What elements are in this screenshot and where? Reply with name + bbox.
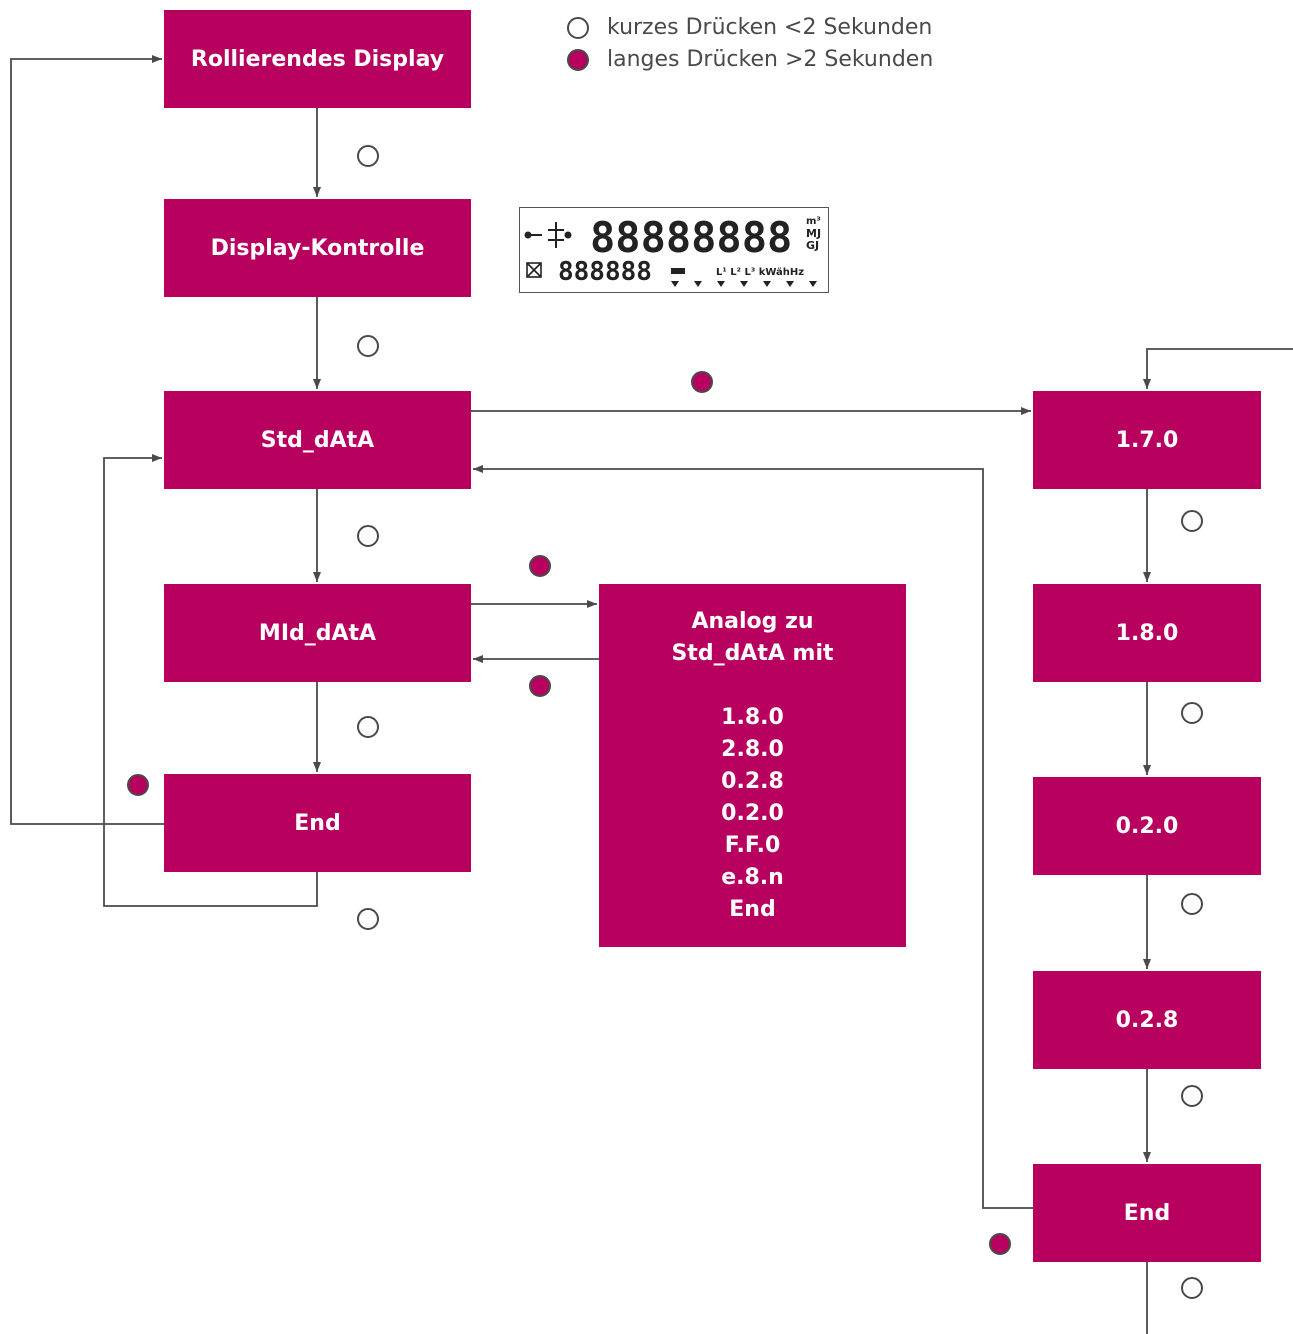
short-press-circle-icon — [567, 16, 589, 39]
short-press-icon — [357, 716, 379, 738]
lcd-unit-gj: GJ — [806, 239, 819, 252]
analog-item: e.8.n — [721, 865, 784, 890]
long-press-icon — [529, 675, 551, 697]
long-press-icon — [529, 555, 551, 577]
long-press-icon — [127, 774, 149, 796]
long-press-icon — [691, 371, 713, 393]
analog-item: F.F.0 — [724, 833, 781, 858]
long-press-icon — [989, 1233, 1011, 1255]
analog-item: 0.2.8 — [721, 769, 784, 794]
flow-arrows-icon — [524, 222, 572, 248]
error-box-icon — [526, 262, 542, 278]
box-1-8-0: 1.8.0 — [1033, 584, 1261, 682]
box-end-left: End — [164, 774, 471, 872]
short-press-icon — [1181, 1277, 1203, 1299]
short-press-icon — [1181, 893, 1203, 915]
short-press-icon — [1181, 1085, 1203, 1107]
box-0-2-8: 0.2.8 — [1033, 971, 1261, 1069]
box-display-check: Display-Kontrolle — [164, 199, 471, 297]
box-label: Display-Kontrolle — [210, 235, 425, 261]
short-press-icon — [1181, 702, 1203, 724]
analog-item: End — [729, 897, 776, 922]
lcd-indicators: L¹ L² L³ kWähHz — [716, 267, 804, 278]
legend-short-press: kurzes Drücken <2 Sekunden — [567, 15, 932, 40]
indicator-triangles — [671, 281, 817, 287]
legend-long-label: langes Drücken >2 Sekunden — [607, 47, 934, 72]
lcd-main-digits: 88888888 — [590, 213, 792, 262]
box-label: Std_dAtA — [260, 427, 375, 453]
box-label: 0.2.0 — [1115, 813, 1179, 839]
box-label: Rollierendes Display — [190, 46, 445, 72]
analog-item: 0.2.0 — [721, 801, 784, 826]
box-label: 1.8.0 — [1115, 620, 1179, 646]
box-rolling-display: Rollierendes Display — [164, 10, 471, 108]
long-press-circle-icon — [567, 48, 589, 71]
analog-item: 2.8.0 — [721, 737, 784, 762]
lcd-sub-digits: 888888 — [558, 257, 652, 287]
legend-short-label: kurzes Drücken <2 Sekunden — [607, 15, 933, 40]
analog-item: 1.8.0 — [721, 705, 784, 730]
box-label: End — [1123, 1200, 1171, 1226]
box-label: MId_dAtA — [258, 620, 377, 646]
lcd-segments: 88888888 m³ MJ GJ 888888 L¹ L² L³ kWähHz — [524, 213, 821, 287]
box-label: 1.7.0 — [1115, 427, 1179, 453]
short-press-icon — [357, 525, 379, 547]
short-press-icon — [357, 908, 379, 930]
box-label: End — [294, 810, 341, 836]
short-press-icon — [357, 335, 379, 357]
short-press-icon — [357, 145, 379, 167]
box-end-right: End — [1033, 1164, 1261, 1262]
analog-title-line-2: Std_dAtA mit — [671, 641, 834, 666]
short-press-icon — [1181, 510, 1203, 532]
legend-long-press: langes Drücken >2 Sekunden — [567, 47, 933, 72]
box-label: 0.2.8 — [1115, 1007, 1179, 1033]
box-1-7-0: 1.7.0 — [1033, 391, 1261, 489]
lcd-display-illustration: 88888888 m³ MJ GJ 888888 L¹ L² L³ kWähHz — [519, 207, 829, 293]
box-analog: Analog zu Std_dAtA mit 1.8.0 2.8.0 0.2.8… — [599, 584, 906, 947]
battery-icon — [671, 268, 685, 274]
box-mid-data: MId_dAtA — [164, 584, 471, 682]
lcd-unit-mj: MJ — [806, 227, 821, 240]
box-std-data: Std_dAtA — [164, 391, 471, 489]
box-0-2-0: 0.2.0 — [1033, 777, 1261, 875]
analog-title-line-1: Analog zu — [691, 609, 814, 634]
lcd-unit-m3: m³ — [806, 216, 821, 227]
